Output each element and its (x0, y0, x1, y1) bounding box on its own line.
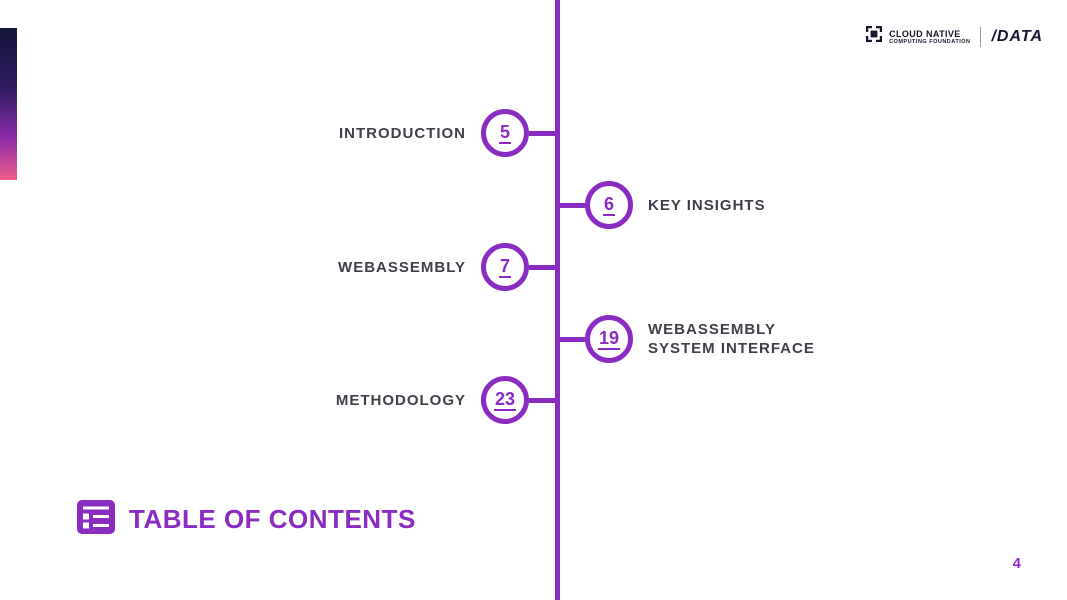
toc-item-label: METHODOLOGY (335, 391, 466, 409)
timeline-connector (529, 130, 557, 136)
toc-page-node[interactable]: 6 (585, 181, 633, 229)
cncf-logo-line1: CLOUD NATIVE (889, 28, 961, 39)
toc-item-label: WEBASSEMBLY SYSTEM INTERFACE (648, 320, 815, 358)
header-logos: CLOUD NATIVE COMPUTING FOUNDATION /DATA (865, 25, 1043, 48)
timeline-connector (529, 264, 557, 270)
timeline-axis (555, 0, 560, 600)
toc-page-number: 6 (602, 194, 615, 217)
slashdata-logo: /DATA (991, 27, 1043, 45)
toc-page-node[interactable]: 5 (481, 109, 529, 157)
toc-item-wasi[interactable]: 19 WEBASSEMBLY SYSTEM INTERFACE (557, 315, 843, 363)
cncf-logo-icon (865, 25, 883, 48)
title-block: TABLE OF CONTENTS (76, 497, 416, 542)
brand-gradient-bar (0, 28, 17, 180)
toc-page-node[interactable]: 7 (481, 243, 529, 291)
page-number: 4 (1012, 555, 1021, 572)
cncf-logo-text: CLOUD NATIVE COMPUTING FOUNDATION (889, 29, 970, 45)
toc-page-number: 5 (498, 122, 511, 145)
toc-item-label: KEY INSIGHTS (648, 196, 766, 214)
toc-item-webassembly[interactable]: WEBASSEMBLY 7 (338, 243, 557, 291)
toc-page-number: 23 (493, 389, 517, 412)
toc-item-label: WEBASSEMBLY (338, 258, 466, 276)
toc-item-introduction[interactable]: INTRODUCTION 5 (339, 109, 557, 157)
page-title: TABLE OF CONTENTS (129, 504, 416, 534)
toc-item-key-insights[interactable]: 6 KEY INSIGHTS (557, 181, 766, 229)
logo-divider (980, 26, 982, 47)
timeline-connector (557, 336, 585, 342)
toc-page-number: 7 (498, 256, 511, 279)
toc-page-number: 19 (597, 328, 621, 351)
toc-page-node[interactable]: 23 (481, 376, 529, 424)
cncf-logo-line2: COMPUTING FOUNDATION (889, 38, 971, 45)
table-of-contents-icon (76, 497, 116, 542)
cncf-logo: CLOUD NATIVE COMPUTING FOUNDATION (865, 25, 970, 48)
timeline-connector (529, 397, 557, 403)
timeline-connector (557, 202, 585, 208)
toc-item-label: INTRODUCTION (339, 124, 466, 142)
toc-item-methodology[interactable]: METHODOLOGY 23 (336, 376, 557, 424)
toc-page-node[interactable]: 19 (585, 315, 633, 363)
